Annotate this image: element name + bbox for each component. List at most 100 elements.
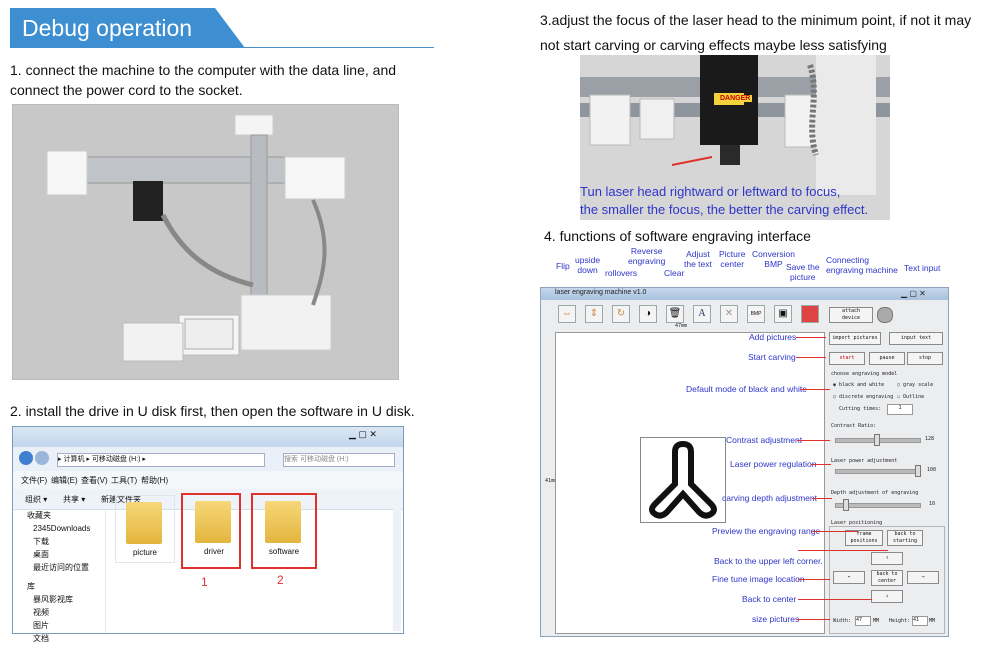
picture-center-icon[interactable]: ✕ — [720, 305, 738, 323]
height-label: Height: — [889, 618, 911, 624]
arrow — [796, 619, 830, 620]
depth-slider-handle[interactable] — [843, 499, 849, 511]
software-title: laser engraving machine v1.0 — [555, 289, 647, 296]
upside-down-button[interactable]: ⇕ — [585, 305, 603, 323]
header-rule — [240, 47, 434, 48]
frame-positions-button[interactable]: frame positions — [845, 530, 883, 546]
anno-picture-center: Picture center — [719, 249, 746, 269]
address-input[interactable]: ▸ 计算机 ▸ 可移动磁盘 (H:) ▸ — [57, 453, 265, 467]
arrow — [800, 389, 830, 390]
back-to-start-button[interactable]: back to starting — [887, 530, 923, 546]
contrast-slider-handle[interactable] — [874, 434, 880, 446]
anno-adjust-text: Adjust the text — [684, 249, 712, 269]
new-folder-button[interactable]: 新建文件夹 — [101, 495, 141, 504]
danger-label: DANGER — [718, 95, 753, 102]
anno-text-input: Text input — [904, 263, 941, 273]
stop-button[interactable]: stop — [907, 352, 943, 365]
sidebar-item-downloads-2345[interactable]: 2345Downloads — [33, 524, 91, 533]
start-button[interactable]: start — [829, 352, 865, 365]
anno-depth: carving depth adjustment — [722, 493, 817, 503]
text-adjust-icon[interactable]: A — [693, 305, 711, 323]
color-icon[interactable] — [801, 305, 819, 323]
attach-device-button[interactable]: attach device — [829, 307, 873, 323]
positioning-label: Laser positioning — [831, 520, 883, 526]
radio-label: discrete engraving — [839, 394, 894, 400]
power-slider[interactable] — [835, 469, 921, 474]
move-up-button[interactable]: ↑ — [871, 552, 903, 565]
window-controls-icon[interactable]: ▁ ▢ ✕ — [901, 289, 926, 298]
anno-contrast: Contrast adjustment — [726, 435, 803, 445]
menu-file[interactable]: 文件(F) — [21, 476, 48, 485]
bmp-icon[interactable]: BMP — [747, 305, 765, 323]
search-input[interactable]: 搜索 可移动磁盘 (H:) — [283, 453, 395, 467]
menu-tools[interactable]: 工具(T) — [111, 476, 138, 485]
scrollbar[interactable] — [393, 509, 401, 631]
folder-driver[interactable]: driver — [185, 495, 243, 561]
menu-view[interactable]: 查看(V) — [81, 476, 108, 485]
checkbox-outline[interactable]: ☐ Outline — [897, 394, 925, 400]
arrow — [796, 337, 826, 338]
radio-discrete[interactable]: ○ discrete engraving — [833, 394, 894, 400]
move-down-button[interactable]: ↓ — [871, 590, 903, 603]
folder-label: picture — [132, 548, 157, 557]
arrow — [812, 498, 832, 499]
back-icon[interactable] — [19, 451, 33, 465]
forward-icon[interactable] — [35, 451, 49, 465]
share-button[interactable]: 共享 ▾ — [63, 495, 86, 504]
anno-clear: Clear — [664, 268, 685, 278]
folder-label: driver — [203, 547, 224, 556]
anno-flip: Flip — [556, 261, 570, 271]
move-left-button[interactable]: ← — [833, 571, 865, 584]
power-slider-handle[interactable] — [915, 465, 921, 477]
sidebar-item-favorites[interactable]: 收藏夹 — [27, 511, 51, 520]
laser-head-photo — [580, 55, 890, 220]
anno-size-pictures: size pictures — [752, 614, 800, 624]
flip-button[interactable]: ⇔ — [558, 305, 576, 323]
organize-button[interactable]: 组织 ▾ — [25, 495, 48, 504]
menu-edit[interactable]: 编辑(E) — [51, 476, 78, 485]
sidebar-item-documents[interactable]: 文档 — [33, 634, 49, 643]
folder-software[interactable]: software — [255, 495, 313, 561]
height-input[interactable]: 41 — [912, 616, 928, 626]
radio-gray-scale[interactable]: ○ gray scale — [897, 382, 934, 388]
sidebar-item-recent[interactable]: 最近访问的位置 — [33, 563, 89, 572]
model-label: choose engraving model — [831, 371, 898, 377]
back-to-center-button[interactable]: back to center — [871, 570, 903, 586]
import-pictures-button[interactable]: import pictures — [829, 332, 881, 345]
marker-1: 1 — [201, 575, 208, 589]
anno-connecting: Connecting engraving machine — [826, 255, 898, 275]
sidebar-item-desktop[interactable]: 桌面 — [33, 550, 49, 559]
highlight-driver — [181, 493, 241, 569]
window-controls-icon[interactable]: ▁ ▢ ✕ — [349, 429, 377, 439]
header-banner — [10, 8, 245, 48]
address-bar[interactable]: ▸ 计算机 ▸ 可移动磁盘 (H:) ▸ 搜索 可移动磁盘 (H:) — [13, 447, 403, 472]
sidebar-item-storm-library[interactable]: 暴风影视库 — [33, 595, 73, 604]
engraving-canvas[interactable] — [555, 332, 825, 634]
anno-power: Laser power regulation — [730, 459, 817, 469]
rollover-button[interactable]: ↻ — [612, 305, 630, 323]
sidebar-item-downloads[interactable]: 下载 — [33, 537, 49, 546]
folder-label: software — [268, 547, 300, 556]
move-right-button[interactable]: → — [907, 571, 939, 584]
cutting-times-input[interactable]: 1 — [887, 404, 913, 415]
sidebar-item-libraries[interactable]: 库 — [27, 582, 35, 591]
sidebar-item-videos[interactable]: 视频 — [33, 608, 49, 617]
radio-black-white[interactable]: ◉ black and white — [833, 382, 885, 388]
anno-fine-tune: Fine tune image location — [712, 574, 805, 584]
width-input[interactable]: 47 — [855, 616, 871, 626]
anno-start-carving: Start carving — [748, 352, 796, 362]
contrast-value: 128 — [925, 436, 935, 442]
folder-picture[interactable]: picture — [115, 495, 175, 563]
reverse-button[interactable]: ◑ — [639, 305, 657, 323]
depth-slider[interactable] — [835, 503, 921, 508]
clear-icon[interactable]: 🗑 — [666, 305, 684, 323]
pause-button[interactable]: pause — [869, 352, 905, 365]
sidebar-item-pictures[interactable]: 图片 — [33, 621, 49, 630]
save-icon[interactable]: ▣ — [774, 305, 792, 323]
anno-back-center: Back to center — [742, 594, 797, 604]
anno-back-upper-left: Back to the upper left corner. — [714, 556, 823, 566]
input-text-button[interactable]: input text — [889, 332, 943, 345]
menu-help[interactable]: 帮助(H) — [141, 476, 169, 485]
connection-status-icon — [877, 307, 893, 323]
anno-reverse: Reverse engraving — [628, 246, 666, 266]
